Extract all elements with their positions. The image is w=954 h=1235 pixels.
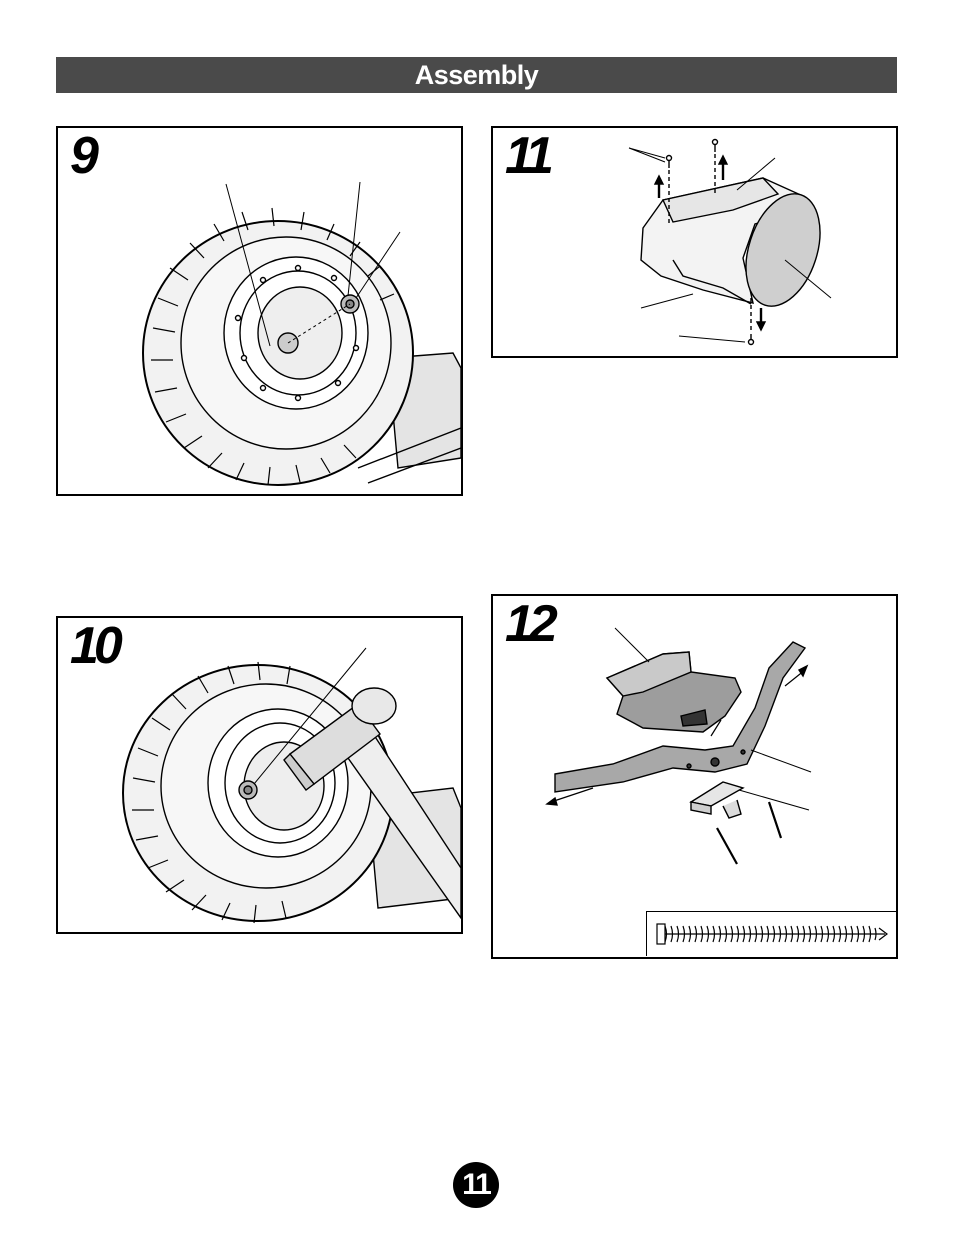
- step-11-panel: 11: [491, 126, 898, 358]
- step-10-panel: 10: [56, 616, 463, 934]
- step-12-handlebar-illustration: [493, 596, 896, 957]
- step-11-hood-illustration: [493, 128, 896, 356]
- step-12-panel: 12: [491, 594, 898, 959]
- screw-icon: [647, 912, 895, 955]
- step-9-panel: 9: [56, 126, 463, 496]
- step-10-wheel-hammer-illustration: [58, 618, 461, 932]
- section-title: Assembly: [56, 57, 897, 93]
- screw-actual-size-box: [646, 911, 896, 956]
- page-number-badge: 11: [453, 1162, 499, 1208]
- step-9-wheel-illustration: [58, 128, 461, 494]
